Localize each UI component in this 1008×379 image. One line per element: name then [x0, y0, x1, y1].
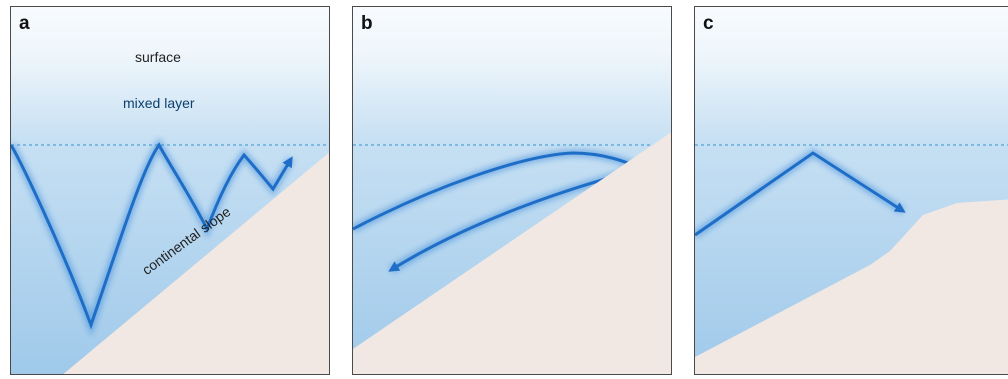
panel-b: b — [352, 6, 672, 375]
mixed-layer-label: mixed layer — [123, 95, 195, 111]
panel-b-figure — [353, 7, 672, 375]
panel-a: a surface mixed layer continental slope — [10, 6, 330, 375]
panel-c-figure — [695, 7, 1008, 375]
panel-c: c — [694, 6, 1008, 375]
surface-label: surface — [135, 49, 181, 65]
panel-label-b: b — [361, 13, 373, 35]
panel-label-a: a — [19, 13, 30, 35]
panel-label-c: c — [703, 13, 714, 35]
